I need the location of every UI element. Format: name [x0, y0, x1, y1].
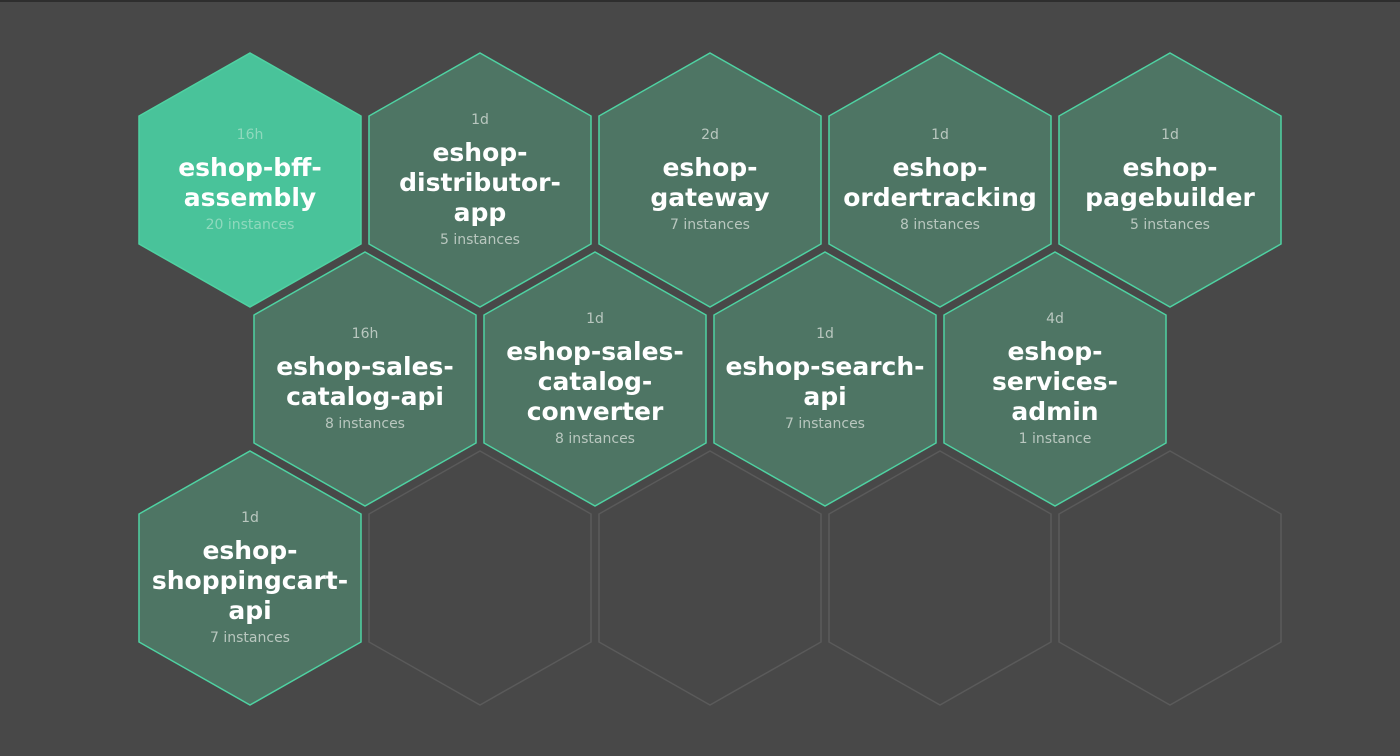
- empty-hex-outline: [828, 450, 1052, 706]
- top-border: [0, 0, 1400, 2]
- empty-hex-outline: [368, 450, 592, 706]
- hex-shape: [138, 52, 362, 308]
- hex-shape: [943, 251, 1167, 507]
- empty-slot: [598, 450, 822, 706]
- empty-slot: [1058, 450, 1282, 706]
- hex-shape: [138, 450, 362, 706]
- hex-shape: [368, 52, 592, 308]
- empty-slot: [828, 450, 1052, 706]
- empty-slot: [368, 450, 592, 706]
- empty-hex-outline: [1058, 450, 1282, 706]
- hex-shape: [828, 52, 1052, 308]
- hex-shape: [483, 251, 707, 507]
- hex-shape: [1058, 52, 1282, 308]
- hex-shape: [713, 251, 937, 507]
- hex-shape: [253, 251, 477, 507]
- hex-shape: [598, 52, 822, 308]
- empty-hex-outline: [598, 450, 822, 706]
